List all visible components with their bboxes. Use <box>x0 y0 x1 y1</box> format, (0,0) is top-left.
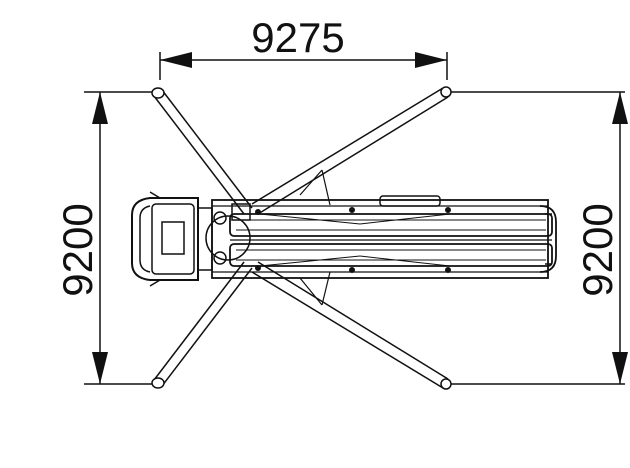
boom <box>229 205 557 273</box>
arrow-down-icon <box>612 352 628 384</box>
truck-cab <box>131 191 213 287</box>
arrow-down-icon <box>92 352 108 384</box>
left-dimension: 9200 <box>54 91 160 385</box>
chassis <box>205 195 549 279</box>
outrigger-rear-right <box>251 261 452 390</box>
outrigger-front-right <box>151 261 253 389</box>
outrigger-front-left <box>151 87 253 215</box>
right-dimension: 9200 <box>447 91 628 385</box>
outrigger-rear-left <box>251 86 452 215</box>
right-dimension-label: 9200 <box>574 203 621 296</box>
arrow-left-icon <box>160 52 192 68</box>
top-dimension-label: 9275 <box>251 14 344 61</box>
top-dimension: 9275 <box>159 14 448 80</box>
outriggers <box>151 86 452 390</box>
left-dimension-label: 9200 <box>54 203 101 296</box>
arrow-up-icon <box>92 92 108 124</box>
arrow-up-icon <box>612 92 628 124</box>
arrow-right-icon <box>415 52 447 68</box>
